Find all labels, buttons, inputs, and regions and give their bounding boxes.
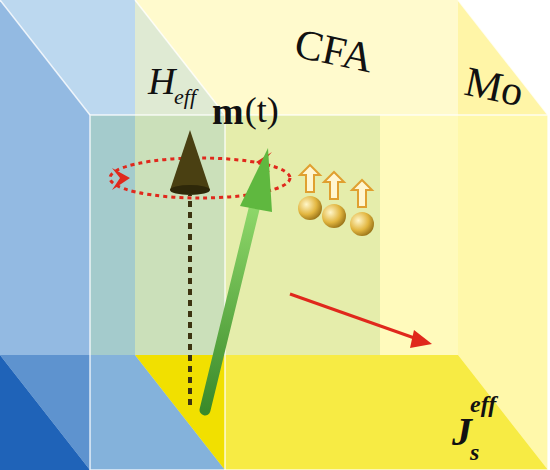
spin-electrons [298,165,374,236]
orbit-chevron [112,168,130,190]
spin-current-arrow [290,294,420,340]
spin-current-head [410,330,432,348]
spin-current-subscript: s [470,440,479,464]
magnetization-arrow [205,148,272,410]
field-subscript: eff [174,86,196,108]
spin-current-symbol: J [452,412,472,452]
spin-current-superscript: eff [470,392,496,416]
field-cone-base [170,185,210,195]
interface-overlap [90,115,380,355]
field-axis [188,195,192,405]
layer-label: Mo [461,60,527,113]
magnetization-symbol: m [212,92,244,130]
magnetization-time: (t) [245,92,279,128]
field-cone [170,130,210,190]
field-symbol: H [148,62,175,100]
